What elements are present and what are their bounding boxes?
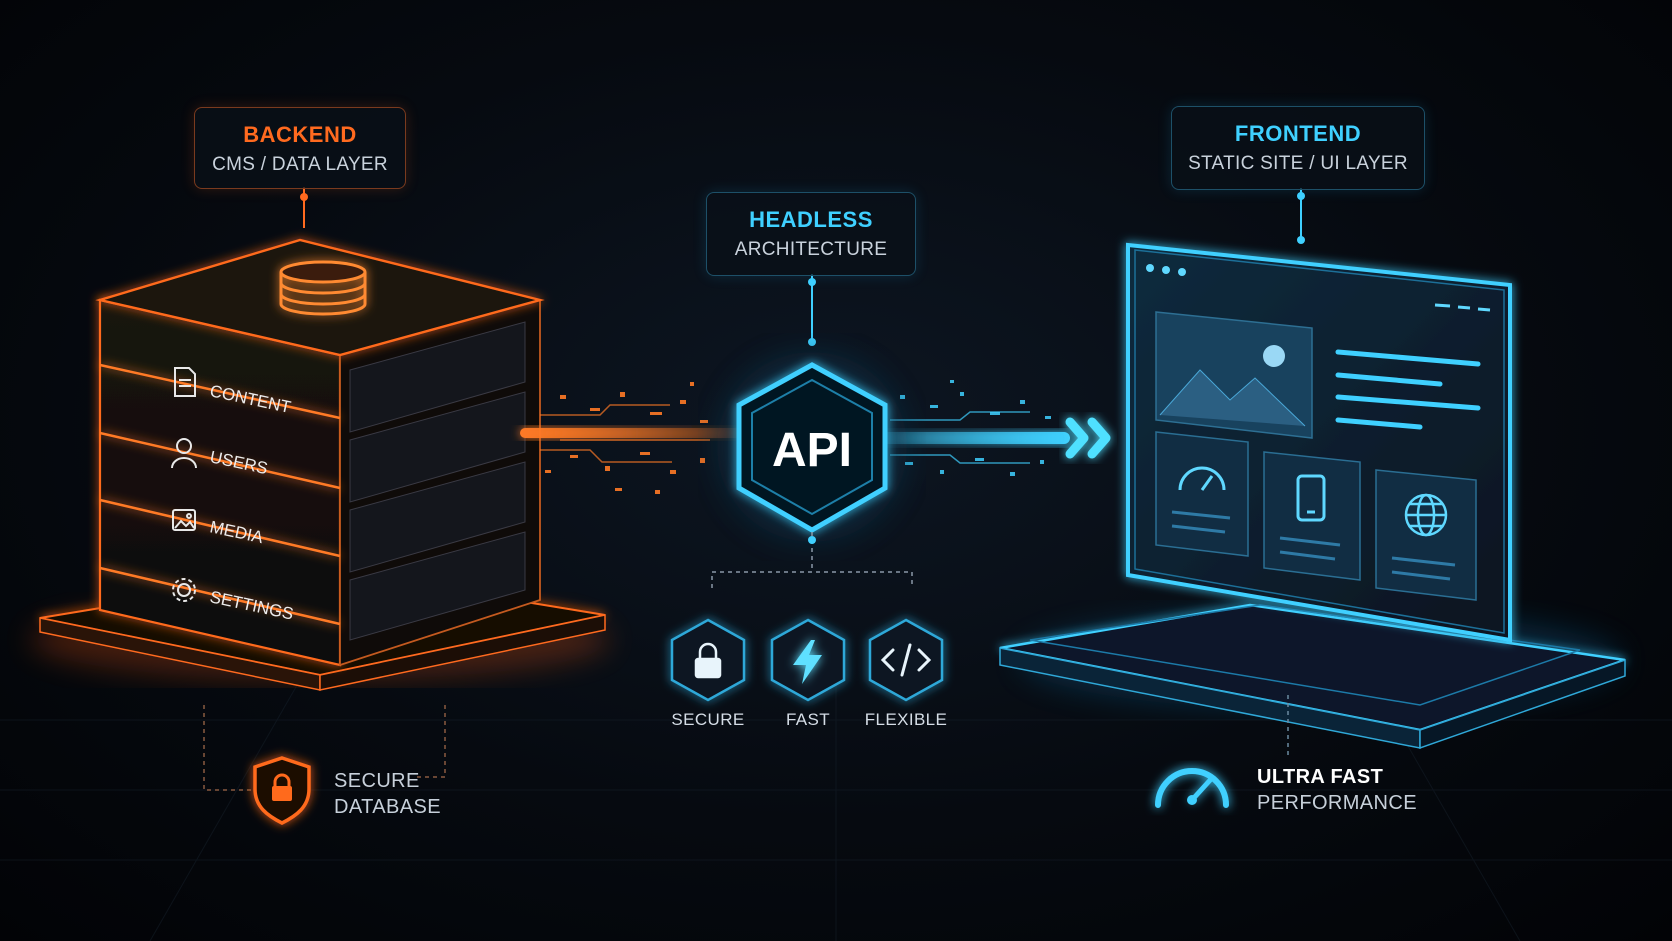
- frontend-subtitle: STATIC SITE / UI LAYER: [1188, 153, 1408, 174]
- lightning-icon: [793, 640, 822, 684]
- headless-subtitle: ARCHITECTURE: [734, 239, 888, 260]
- headless-title: HEADLESS: [749, 207, 873, 232]
- gear-icon: [172, 578, 196, 602]
- performance-label: ULTRA FAST PERFORMANCE: [1257, 764, 1417, 816]
- frontend-title: FRONTEND: [1234, 121, 1362, 146]
- secure-database-label: SECURE DATABASE: [334, 768, 441, 820]
- feature-label-flexible: FLEXIBLE: [864, 710, 948, 729]
- backend-title: BACKEND: [243, 122, 357, 147]
- feature-connectors: [711, 532, 913, 588]
- user-icon: [171, 438, 197, 469]
- backend-server-stack: [30, 238, 610, 691]
- api-label: API: [772, 424, 852, 477]
- secure-db-connector: [203, 705, 446, 791]
- feature-label-fast: FAST: [785, 710, 831, 729]
- feature-label-secure: SECURE: [671, 710, 745, 729]
- content-icon: [174, 367, 196, 397]
- shield-lock-icon: [253, 756, 311, 825]
- headless-label-box: HEADLESS ARCHITECTURE: [706, 192, 916, 276]
- frontend-label-box: FRONTEND STATIC SITE / UI LAYER: [1171, 106, 1425, 190]
- lock-icon: [694, 642, 722, 679]
- secure-database-line1: SECURE: [334, 770, 420, 792]
- code-icon: [880, 643, 932, 677]
- api-hexagon: [717, 352, 907, 542]
- frontend-browser-window: [999, 242, 1626, 750]
- speedometer-card-icon: [1178, 466, 1226, 491]
- database-icon: [279, 260, 367, 316]
- mobile-icon: [1296, 474, 1326, 522]
- backend-label-box: BACKEND CMS / DATA LAYER: [194, 107, 406, 189]
- performance-line1: ULTRA FAST: [1257, 766, 1384, 788]
- globe-icon: [1404, 493, 1448, 537]
- double-chevron-right-icon: [1065, 417, 1111, 459]
- secure-database-line2: DATABASE: [334, 796, 441, 818]
- backend-subtitle: CMS / DATA LAYER: [212, 154, 388, 175]
- backend-data-stream: [520, 382, 745, 494]
- image-icon: [172, 509, 196, 531]
- frontend-data-stream: [880, 380, 1111, 476]
- performance-line2: PERFORMANCE: [1257, 792, 1417, 814]
